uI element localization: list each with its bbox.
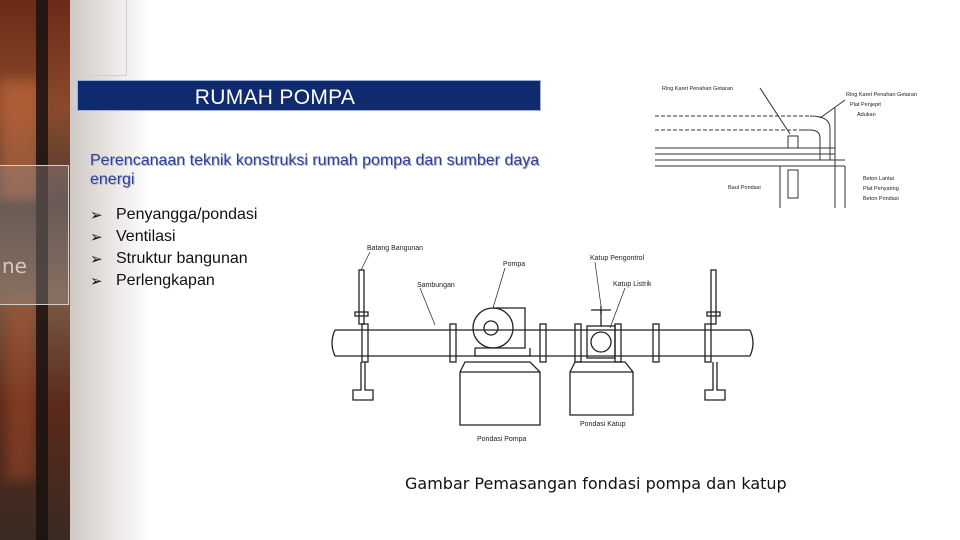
detail-label-adukan: Adukan (857, 112, 876, 118)
decorative-frame: ne (0, 165, 69, 305)
slide-title: RUMAH POMPA (194, 86, 356, 109)
foundation-detail-drawing: Ring Karet Penahan Getaran Ring Karet Pe… (655, 86, 917, 208)
detail-label-ring-right: Ring Karet Penahan Getaran (846, 92, 917, 98)
figure-label-batang-bangunan: Batang Bangunan (367, 245, 423, 252)
figure-label-pompa: Pompa (503, 261, 525, 268)
bullet-item: ➢ Penyangga/pondasi (90, 204, 257, 226)
figure-label-sambungan: Sambungan (417, 282, 455, 289)
arrow-bullet-icon: ➢ (90, 228, 103, 246)
background-stripe (36, 0, 48, 540)
slide-subtitle: Perencanaan teknik konstruksi rumah pomp… (90, 152, 540, 188)
figure-caption: Gambar Pemasangan fondasi pompa dan katu… (405, 474, 787, 493)
arrow-bullet-icon: ➢ (90, 250, 103, 268)
bullet-item: ➢ Perlengkapan (90, 270, 257, 292)
detail-label-plat-penjepit: Plat Penjepit (850, 102, 881, 108)
detail-label-ring-top: Ring Karet Penahan Getaran (662, 86, 733, 92)
detail-label-beton-pondasi: Beton Pondasi (863, 196, 899, 202)
bullet-item: ➢ Struktur bangunan (90, 248, 257, 270)
figure-label-pondasi-pompa: Pondasi Pompa (477, 436, 527, 443)
bullet-list: ➢ Penyangga/pondasi ➢ Ventilasi ➢ Struktur … (90, 204, 257, 292)
figure-label-pondasi-katup: Pondasi Katup (580, 421, 626, 428)
detail-label-plat-penyaring: Plat Penyaring (863, 186, 899, 192)
decorative-frame-line (70, 0, 127, 76)
detail-label-beton-lantai: Beton Lantai (863, 176, 894, 182)
detail-label-baut-pondasi: Baut Pondasi (728, 185, 761, 191)
title-bar: RUMAH POMPA (77, 80, 541, 111)
background-photo-strip (0, 0, 70, 540)
bullet-text: Struktur bangunan (116, 250, 248, 267)
pump-valve-installation-drawing: Batang Bangunan Pompa Katup Pengontrol S… (331, 245, 754, 443)
bullet-text: Penyangga/pondasi (116, 206, 258, 223)
arrow-bullet-icon: ➢ (90, 206, 103, 224)
background-glow (0, 80, 40, 200)
bullet-text: Ventilasi (116, 228, 176, 245)
bullet-text: Perlengkapan (116, 272, 215, 289)
figure-label-katup-pengontrol: Katup Pengontrol (590, 255, 645, 262)
figure-label-katup-listrik: Katup Listrik (613, 281, 652, 288)
background-text: ne (2, 254, 27, 278)
background-glow (6, 300, 36, 480)
bullet-item: ➢ Ventilasi (90, 226, 257, 248)
arrow-bullet-icon: ➢ (90, 272, 103, 290)
